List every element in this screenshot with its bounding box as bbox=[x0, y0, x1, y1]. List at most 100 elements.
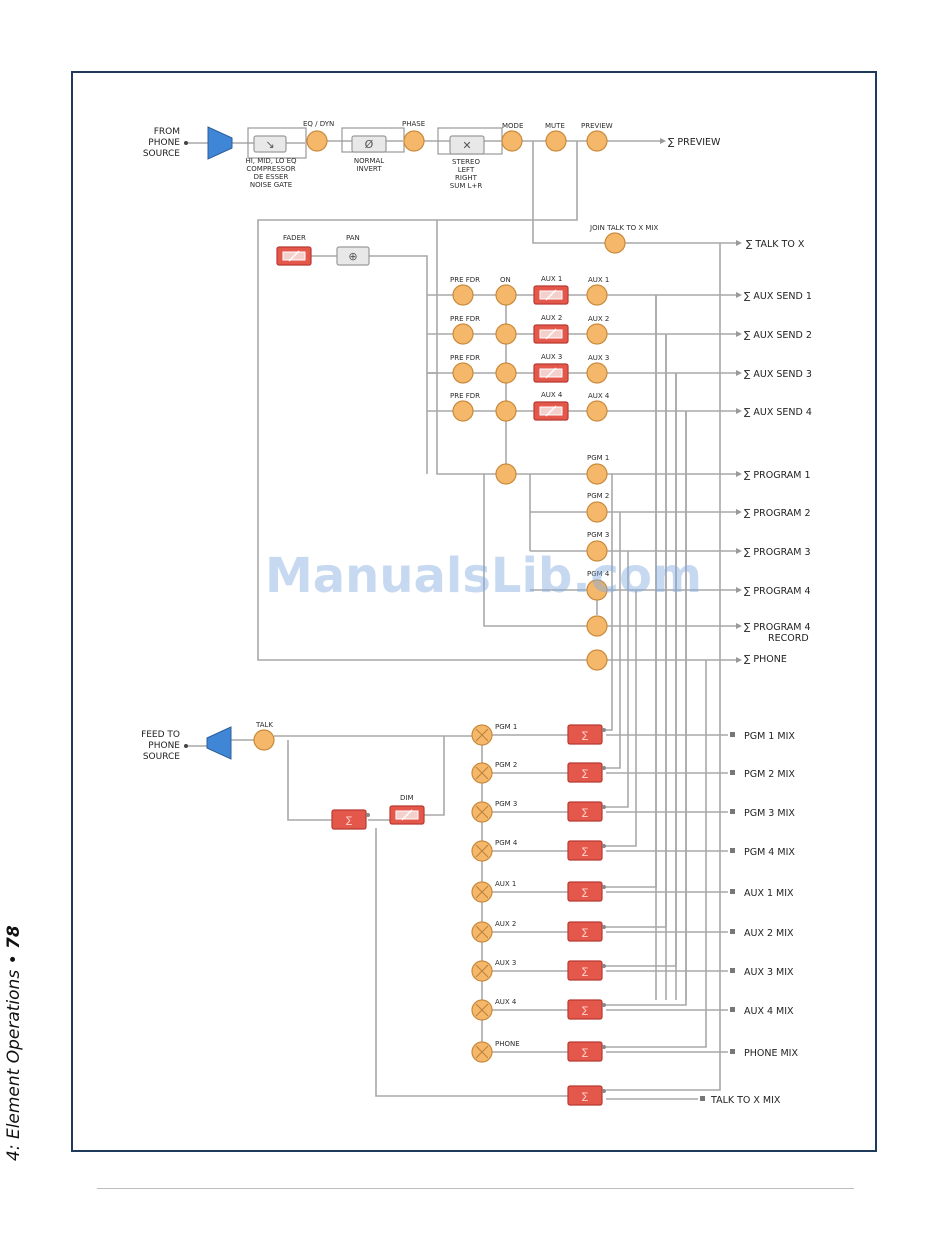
phone-arrow-icon bbox=[736, 657, 742, 663]
mix-knob bbox=[471, 724, 493, 746]
sum-body bbox=[567, 1041, 603, 1062]
on-knob bbox=[495, 284, 517, 306]
knob-cross-b bbox=[475, 728, 489, 742]
sum-sigma-icon: ∑ bbox=[582, 769, 588, 779]
wire-bus-return bbox=[606, 295, 657, 888]
preview-label: PREVIEW bbox=[581, 122, 613, 130]
knob-body bbox=[586, 501, 608, 523]
talk-arrow-icon bbox=[736, 240, 742, 246]
program-knob bbox=[586, 463, 608, 485]
mode-caption: RIGHT bbox=[455, 174, 478, 182]
knob-body bbox=[495, 400, 517, 422]
phase-knob bbox=[403, 130, 425, 152]
phone-knob bbox=[586, 649, 608, 671]
knob-body bbox=[586, 463, 608, 485]
pre-fader-label: PRE FDR bbox=[450, 392, 480, 400]
fader-stroke bbox=[545, 405, 557, 417]
mix-knob-label: AUX 3 bbox=[495, 959, 516, 967]
eq-dyn-label: EQ / DYN bbox=[303, 120, 334, 128]
mode-label: MODE bbox=[502, 122, 523, 130]
wire-bus-return bbox=[606, 512, 621, 769]
wire-bus-return bbox=[606, 334, 667, 928]
mode-caption: STEREO bbox=[452, 158, 480, 166]
mix-knob-label: PGM 2 bbox=[495, 761, 517, 769]
wire-bus-return bbox=[606, 411, 687, 1006]
mix-knob bbox=[471, 921, 493, 943]
program-knob-label: PGM 2 bbox=[587, 492, 609, 500]
sum-sigma-icon: ∑ bbox=[582, 808, 588, 818]
program-knob bbox=[586, 540, 608, 562]
knob-body bbox=[545, 130, 567, 152]
mix-out-jack-icon bbox=[730, 929, 735, 934]
mix-out-jack-icon bbox=[730, 968, 735, 973]
box-body bbox=[336, 246, 370, 266]
mix-output-label: AUX 2 MIX bbox=[744, 928, 794, 939]
box-body bbox=[449, 135, 485, 155]
program-arrow-icon bbox=[736, 587, 742, 593]
knob-body bbox=[586, 540, 608, 562]
knob-body bbox=[452, 362, 474, 384]
mix-summing-amp: ∑ bbox=[567, 840, 606, 861]
knob-cross-b bbox=[475, 1045, 489, 1059]
sum-body bbox=[567, 1085, 603, 1106]
mix-knob-label: PGM 1 bbox=[495, 723, 517, 731]
mix-output-label: AUX 1 MIX bbox=[744, 888, 794, 899]
mix-out-jack-icon bbox=[730, 1049, 735, 1054]
watermark: ManualsLib.com bbox=[265, 548, 702, 604]
knob-cross-b bbox=[475, 805, 489, 819]
fader-stroke bbox=[288, 250, 300, 262]
knob-cross-b bbox=[475, 1003, 489, 1017]
talk-label: TALK bbox=[255, 721, 273, 729]
mix-knob bbox=[471, 881, 493, 903]
program-arrow-icon bbox=[736, 471, 742, 477]
sum-body bbox=[567, 999, 603, 1020]
wire-bus-return bbox=[606, 551, 629, 808]
aux-out-arrow-icon bbox=[736, 292, 742, 298]
sum-jack bbox=[602, 1045, 606, 1049]
aux-fader-label: AUX 4 bbox=[541, 391, 563, 399]
program-knob-label: PGM 1 bbox=[587, 454, 609, 462]
aux-send-fader bbox=[533, 285, 569, 305]
eq-box: ↘ bbox=[253, 135, 287, 153]
from-phone-source-label: SOURCE bbox=[143, 149, 180, 159]
wire-bus-return bbox=[606, 373, 677, 967]
join-talk-label: JOIN TALK TO X MIX bbox=[589, 224, 658, 232]
sum-sigma-icon: ∑ bbox=[582, 847, 588, 857]
program-output-label: ∑ PROGRAM 3 bbox=[744, 547, 811, 558]
aux-level-knob bbox=[586, 284, 608, 306]
aux-send-output-label: ∑ AUX SEND 3 bbox=[744, 369, 812, 380]
mute-knob bbox=[545, 130, 567, 152]
sum-body bbox=[567, 762, 603, 783]
feed-to-phone-source-label: FEED TO bbox=[141, 730, 180, 740]
wire-dim-return bbox=[424, 736, 445, 816]
knob-cross-b bbox=[475, 925, 489, 939]
dim-label: DIM bbox=[400, 794, 414, 802]
mode-caption: LEFT bbox=[458, 166, 475, 174]
footer-rule bbox=[97, 1188, 854, 1189]
fader-stroke bbox=[401, 809, 413, 821]
aux-out-arrow-icon bbox=[736, 370, 742, 376]
phase-symbol-icon: Ø bbox=[365, 138, 374, 151]
phase-box: Ø bbox=[351, 135, 387, 153]
eq-dyn-knob bbox=[306, 130, 328, 152]
record-knob bbox=[586, 615, 608, 637]
aux-out-arrow-icon bbox=[736, 408, 742, 414]
aux-knob-label: AUX 2 bbox=[588, 315, 609, 323]
mix-out-jack-icon bbox=[730, 732, 735, 737]
mix-output-label: PHONE MIX bbox=[744, 1048, 798, 1059]
mix-out-jack-icon bbox=[730, 809, 735, 814]
input-jack-icon bbox=[184, 141, 188, 145]
knob-body bbox=[586, 362, 608, 384]
sum-body bbox=[567, 881, 603, 902]
wire-main-bus bbox=[436, 141, 578, 475]
knob-body bbox=[501, 130, 523, 152]
program-master-knob bbox=[495, 463, 517, 485]
feed-to-phone-source-label: SOURCE bbox=[143, 752, 180, 762]
knob-body bbox=[586, 579, 608, 601]
pan-label: PAN bbox=[346, 234, 360, 242]
phase-label: PHASE bbox=[402, 120, 425, 128]
program-knob-label: PGM 3 bbox=[587, 531, 609, 539]
on-knob bbox=[495, 362, 517, 384]
knob-body bbox=[586, 130, 608, 152]
talk-to-x-output-label: ∑ TALK TO X bbox=[746, 239, 805, 250]
